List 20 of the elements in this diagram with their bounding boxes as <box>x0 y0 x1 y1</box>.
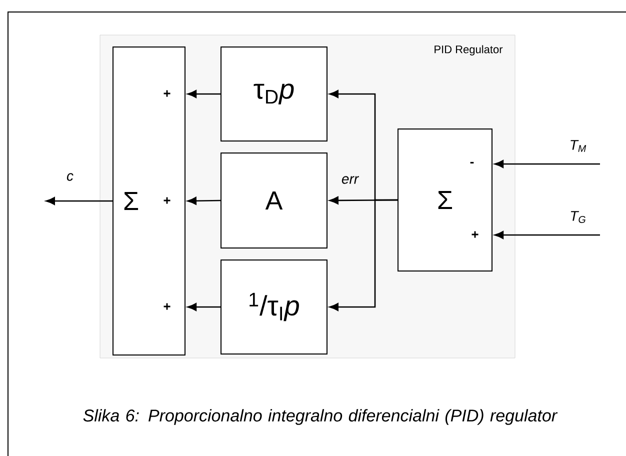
edge-label: c <box>66 173 74 181</box>
sign-label: - <box>470 162 474 164</box>
gain-block: A <box>220 152 328 248</box>
arrow <box>187 196 221 205</box>
sign-label: + <box>164 303 170 310</box>
sign-label: + <box>472 231 478 238</box>
integral-block: $^{1}$/τ$_{I}$p <box>220 260 328 354</box>
arrow <box>494 160 600 168</box>
sign-label: + <box>164 197 170 204</box>
sign-label: + <box>164 90 170 97</box>
caption: Slika 6: Proporcionalno integralno diferencialni (PID) regulator <box>83 409 558 425</box>
edge-label: T$_{M}$ <box>570 140 586 152</box>
edge-label: err <box>342 176 360 184</box>
arrow <box>494 231 600 239</box>
derivative-block: τ$_{D}$p <box>220 46 328 142</box>
arrow <box>187 90 221 98</box>
arrow <box>329 199 398 311</box>
edge-label: T$_{G}$ <box>570 211 586 223</box>
arrow <box>187 303 221 311</box>
arrow <box>46 197 113 205</box>
